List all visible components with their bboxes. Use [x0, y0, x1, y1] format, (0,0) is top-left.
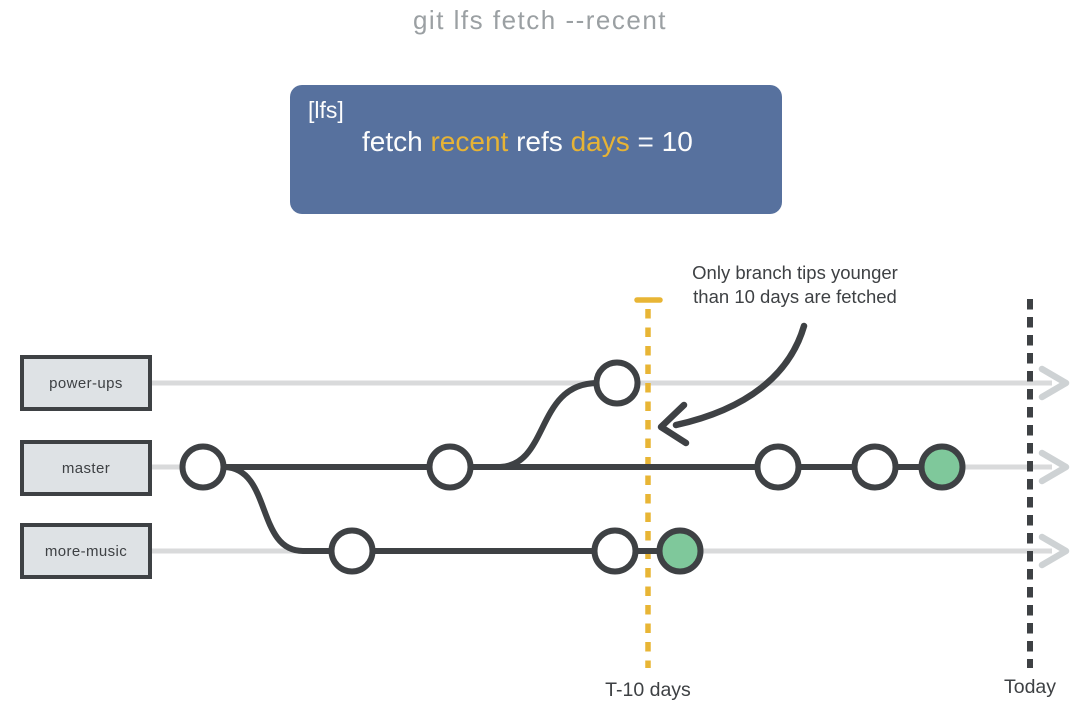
branch-label-more-music: more-music: [20, 523, 152, 579]
config-token: 10: [661, 126, 693, 158]
config-token: =: [637, 126, 654, 158]
commit-node-more-music: [591, 527, 639, 575]
timeline-arrow-icon-power-ups: [1038, 365, 1070, 401]
config-token: recent: [430, 126, 509, 158]
commit-node-master: [179, 443, 227, 491]
branch-label-text: more-music: [44, 542, 128, 560]
commit-node-more-music: [328, 527, 376, 575]
timeline-arrow-icon-more-music: [1038, 533, 1070, 569]
annotation-arrow-curve: [672, 322, 808, 429]
config-token: days: [570, 126, 630, 158]
config-section-label: [lfs]: [308, 97, 344, 123]
timeline-arrow-icon-master: [1038, 449, 1070, 485]
config-token: fetch: [362, 126, 423, 158]
config-line: fetch recent refs days = 10: [362, 126, 782, 158]
power-ups-fork-path: [499, 380, 599, 470]
more-music-fork-path: [224, 464, 304, 554]
commit-node-master: [754, 443, 802, 491]
config-panel: [lfs] fetch recent refs days = 10: [290, 85, 782, 214]
today-label: Today: [1003, 676, 1057, 698]
config-token: refs: [516, 126, 563, 158]
cutoff-label: T-10 days: [605, 679, 691, 701]
annotation-line-2: than 10 days are fetched: [693, 285, 897, 307]
page-title: git lfs fetch --recent: [412, 5, 668, 35]
annotation-arrowhead-icon: [657, 401, 690, 447]
commit-node-more-music-fetched: [656, 527, 704, 575]
branch-label-master: master: [20, 440, 152, 496]
branch-label-text: power-ups: [49, 374, 123, 392]
branch-label-text: master: [61, 459, 111, 477]
branch-label-power-ups: power-ups: [20, 355, 152, 411]
commit-node-master: [851, 443, 899, 491]
commit-node-master-fetched: [918, 443, 966, 491]
annotation-line-1: Only branch tips younger: [692, 262, 898, 283]
commit-node-master: [426, 443, 474, 491]
annotation-text: Only branch tips younger than 10 days ar…: [663, 261, 927, 308]
commit-node-power-ups: [593, 359, 641, 407]
